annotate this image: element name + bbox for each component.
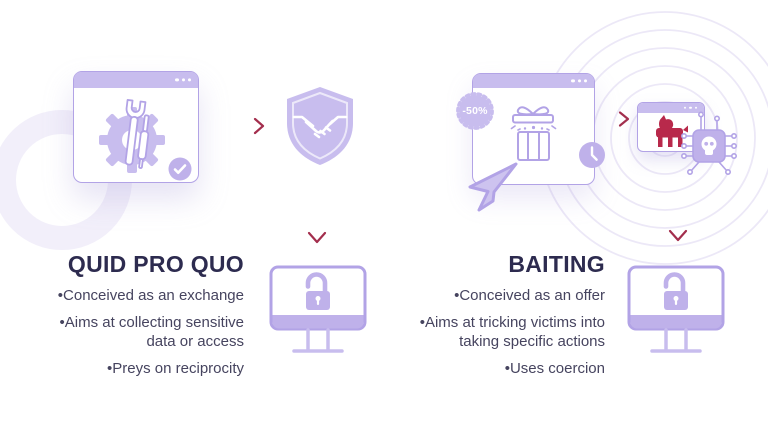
unlocked-padlock-icon (663, 272, 688, 310)
monitor-stand (650, 328, 702, 353)
browser-window-tools (73, 71, 199, 183)
arrow-right-quid (198, 117, 265, 135)
skull-icon (701, 136, 717, 155)
window-dots-icon (175, 78, 191, 82)
baiting-title: BAITING (508, 251, 605, 277)
chip-traces (680, 111, 737, 175)
screwdriver-icon (137, 114, 150, 169)
window-dots-icon (571, 79, 587, 83)
arrow-right-baiting (590, 111, 630, 127)
bullet-item: •Uses coercion (504, 360, 605, 377)
window-titlebar (74, 72, 198, 88)
handshake-shield-icon (287, 87, 353, 165)
monitor-stand (292, 328, 344, 353)
bullet-item: •Aims at tricking victims into taking sp… (419, 314, 605, 350)
shield-shape (287, 87, 353, 165)
bullet-item: •Aims at collecting sensitive data or ac… (59, 314, 245, 350)
quid-pro-quo-title: QUID PRO QUO (67, 251, 244, 277)
unlocked-monitor-icon-right (627, 265, 725, 353)
arrow-down-baiting (668, 180, 688, 242)
bullet-item: •Conceived as an offer (454, 287, 605, 304)
discount-badge-seal (456, 92, 494, 130)
cursor-arrow-icon (468, 162, 518, 212)
malware-chip-icon (680, 111, 737, 175)
gear-wrench-icon (99, 99, 165, 173)
wrench-icon (124, 99, 147, 166)
window-titlebar (638, 103, 704, 113)
monitor-chin (630, 315, 722, 329)
discount-badge: -50% (456, 92, 494, 130)
trojan-horse-icon (656, 115, 688, 147)
check-circle-icon (168, 157, 192, 181)
unlocked-padlock-icon (305, 272, 330, 310)
clock-icon (579, 142, 605, 168)
window-titlebar (473, 74, 594, 88)
quid-pro-quo-text-block: QUID PRO QUO •Conceived as an exchange •… (4, 251, 244, 378)
window-dots-icon (683, 106, 697, 110)
browser-window-offer (472, 73, 595, 185)
handshake-icon (292, 115, 348, 139)
bullet-item: •Conceived as an exchange (57, 287, 244, 304)
arrow-down-quid (307, 182, 327, 244)
discount-badge-label: -50% (462, 105, 488, 117)
bullet-item: •Preys on reciprocity (107, 360, 244, 377)
sparkles (510, 125, 557, 131)
baiting-text-block: BAITING •Conceived as an offer •Aims at … (365, 251, 605, 378)
unlocked-monitor-icon-left (269, 265, 367, 353)
gift-box-icon (510, 106, 557, 161)
monitor-chin (272, 315, 364, 329)
